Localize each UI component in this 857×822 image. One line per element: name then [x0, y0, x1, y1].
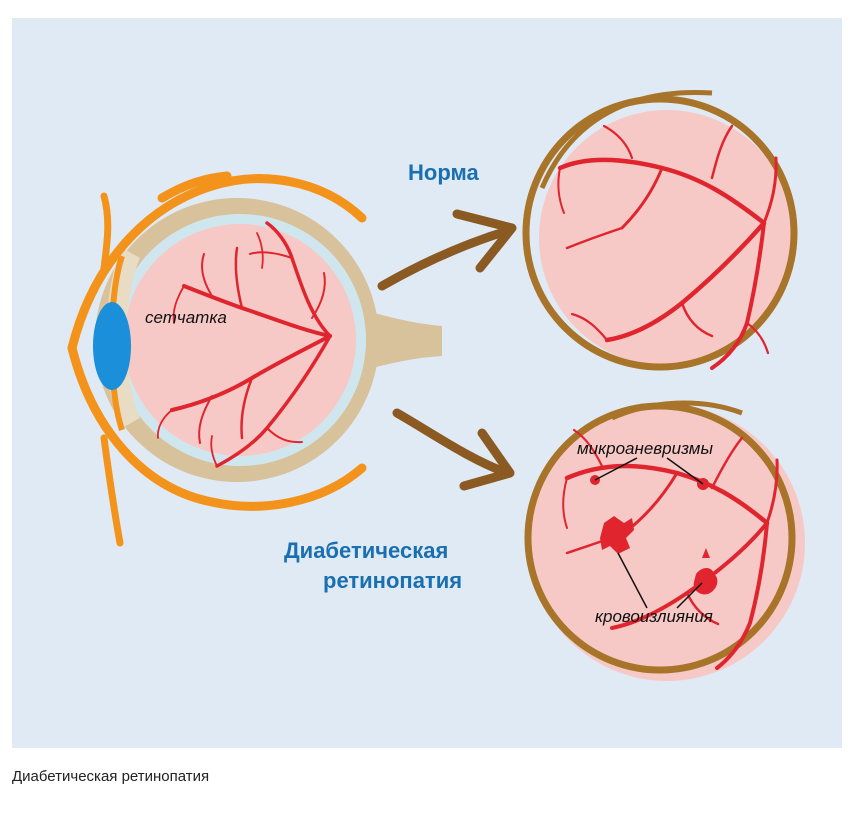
arrows	[377, 209, 517, 491]
hemorrhage-2	[693, 568, 718, 595]
diabetic-retina-fill	[529, 405, 805, 681]
retina-interior	[124, 224, 356, 456]
diabetic-label-line2: ретинопатия	[323, 568, 462, 593]
retina-label: сетчатка	[145, 308, 227, 327]
normal-retina-rim-top	[539, 89, 713, 189]
lower-eyelid	[67, 343, 367, 511]
arrow-to-diabetic	[392, 408, 512, 478]
normal-retina-view: Норма	[408, 89, 798, 371]
eye-cross-section: сетчатка	[67, 171, 442, 547]
pointer-lines	[594, 457, 704, 609]
diabetic-label-line1: Диабетическая	[284, 538, 448, 563]
arrow-to-normal-head	[452, 209, 517, 273]
arrow-to-normal	[377, 225, 515, 291]
figure-caption: Диабетическая ретинопатия	[12, 768, 210, 785]
optic-nerve	[364, 310, 442, 370]
eyelid-lash-top	[100, 192, 112, 272]
upper-eyelid	[67, 174, 367, 353]
diagram-figure: сетчатка Норма	[12, 18, 842, 748]
eyelid-lash-bottom	[100, 434, 124, 547]
lens	[93, 302, 131, 390]
diabetic-retina-rim-top	[610, 400, 743, 421]
normal-retina-vessels	[557, 124, 778, 370]
hemorrhage-1	[600, 516, 634, 554]
diabetic-retina-view: микроаневризмы кровоизлияния Диабетическ…	[284, 400, 805, 681]
retina-vessels	[157, 221, 332, 468]
normal-label: Норма	[408, 160, 479, 185]
normal-retina-rim	[522, 95, 798, 371]
normal-retina-fill	[539, 110, 795, 366]
upper-eyelid-tip	[157, 171, 232, 203]
hemorrhages-label: кровоизлияния	[595, 607, 713, 626]
arrow-to-diabetic-head	[459, 428, 515, 491]
microaneurysms-label: микроаневризмы	[577, 439, 713, 458]
hemorrhage-3	[702, 548, 710, 558]
